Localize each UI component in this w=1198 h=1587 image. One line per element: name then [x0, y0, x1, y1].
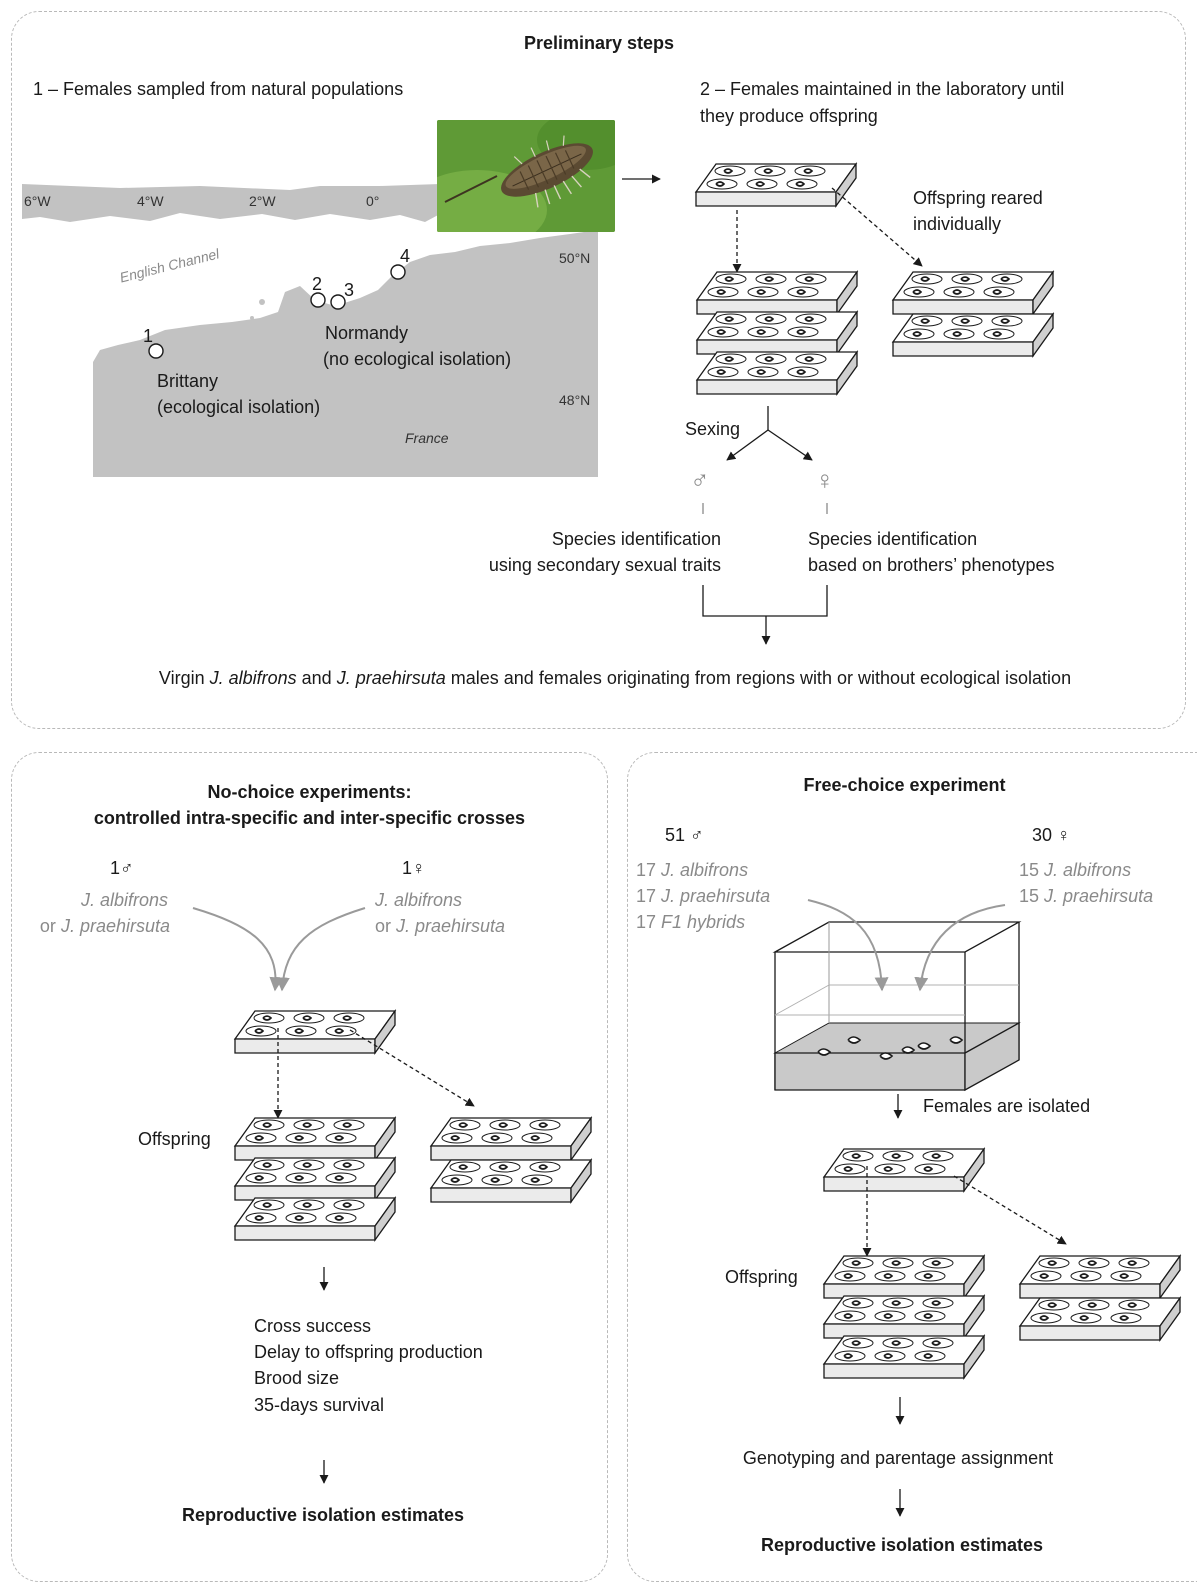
normandy-label: Normandy — [325, 323, 409, 343]
plate-left-offspring-2 — [234, 1157, 396, 1201]
no-choice-title-line1: No-choice experiments: — [207, 782, 412, 802]
left-male-count: 1♂ — [110, 858, 134, 878]
lat-48n: 48°N — [559, 392, 591, 408]
females-isolated-label: Females are isolated — [923, 1096, 1091, 1116]
left-measure-3: Brood size — [254, 1368, 340, 1388]
right-male-group-1: 17 J. albifrons — [636, 860, 749, 880]
left-female-species-2: or J. praehirsuta — [375, 916, 506, 936]
site-4-label: 4 — [400, 246, 411, 266]
no-choice-title-line2: controlled intra-specific and inter-spec… — [93, 808, 526, 828]
right-female-group-2: 15 J. praehirsuta — [1019, 886, 1154, 906]
site-3-label: 3 — [344, 280, 355, 300]
plate-left-offspring-4 — [430, 1117, 592, 1161]
lat-50n: 50°N — [559, 250, 591, 266]
plate-right-offspring-1 — [823, 1255, 985, 1299]
right-female-group-1: 15 J. albifrons — [1019, 860, 1132, 880]
plate-offspring-2 — [696, 311, 858, 355]
left-female-species-1: J. albifrons — [375, 890, 463, 910]
plate-left-offspring-3 — [234, 1197, 396, 1241]
lon-0: 0° — [366, 193, 380, 209]
plate-left-offspring-1 — [234, 1117, 396, 1161]
step1-label: 1 – Females sampled from natural populat… — [33, 79, 404, 99]
plate-offspring-3 — [696, 351, 858, 395]
female-symbol: ♀ — [815, 465, 835, 495]
site-3-marker — [330, 294, 346, 310]
plate-offspring-5 — [892, 313, 1054, 357]
left-offspring-label: Offspring — [138, 1129, 211, 1149]
left-measure-2: Delay to offspring production — [254, 1342, 483, 1362]
free-choice-panel — [627, 752, 1197, 1582]
left-result: Reproductive isolation estimates — [181, 1505, 465, 1525]
sexing-label: Sexing — [685, 419, 741, 439]
plate-cross — [234, 1010, 396, 1054]
plate-mothers — [695, 163, 857, 207]
reared-label-line1: Offspring reared — [913, 188, 1043, 208]
brittany-label: Brittany — [157, 371, 219, 391]
site-4-marker — [390, 264, 406, 280]
female-id-line1: Species identification — [808, 529, 978, 549]
preliminary-steps-title: Preliminary steps — [523, 33, 675, 53]
lon-2w: 2°W — [249, 193, 276, 209]
left-measure-1: Cross success — [254, 1316, 372, 1336]
map — [22, 184, 598, 477]
site-2-label: 2 — [312, 274, 323, 294]
lon-6w: 6°W — [24, 193, 51, 209]
right-offspring-label: Offspring — [725, 1267, 798, 1287]
plate-isolated — [823, 1148, 985, 1192]
plate-left-offspring-5 — [430, 1159, 592, 1203]
plate-offspring-1 — [696, 271, 858, 315]
left-male-species-1: J. albifrons — [80, 890, 168, 910]
male-symbol: ♂ — [690, 465, 710, 495]
top-conclusion: Virgin J. albifrons and J. praehirsuta m… — [158, 668, 1072, 688]
genotyping-label: Genotyping and parentage assignment — [742, 1448, 1054, 1468]
country-label: France — [405, 430, 449, 446]
step2-label-line1: 2 – Females maintained in the laboratory… — [700, 79, 1065, 99]
no-choice-panel — [11, 752, 608, 1582]
plate-right-offspring-4 — [1019, 1255, 1181, 1299]
left-female-count: 1♀ — [402, 858, 426, 878]
plate-right-offspring-2 — [823, 1295, 985, 1339]
plate-right-offspring-5 — [1019, 1297, 1181, 1341]
right-male-group-2: 17 J. praehirsuta — [636, 886, 771, 906]
right-male-group-3: 17 F1 hybrids — [636, 912, 746, 932]
aquarium-box — [772, 921, 1022, 1092]
brittany-note: (ecological isolation) — [157, 397, 321, 417]
left-male-species-2: or J. praehirsuta — [39, 916, 170, 936]
site-1-marker — [148, 343, 164, 359]
left-measure-4: 35-days survival — [254, 1395, 385, 1415]
england-landmass — [22, 184, 440, 222]
site-2-marker — [310, 292, 326, 308]
plate-right-offspring-3 — [823, 1335, 985, 1379]
male-id-line2: using secondary sexual traits — [488, 555, 721, 575]
preliminary-steps-panel — [11, 11, 1186, 729]
free-choice-title: Free-choice experiment — [803, 775, 1006, 795]
normandy-note: (no ecological isolation) — [323, 349, 512, 369]
female-id-line2: based on brothers’ phenotypes — [808, 555, 1055, 575]
france-landmass — [93, 230, 598, 477]
site-1-label: 1 — [143, 326, 154, 346]
right-males-count: 51 ♂ — [665, 825, 704, 845]
right-females-count: 30 ♀ — [1032, 825, 1071, 845]
step2-label-line2: they produce offspring — [700, 106, 878, 126]
plate-offspring-4 — [892, 271, 1054, 315]
lon-4w: 4°W — [137, 193, 164, 209]
male-id-line1: Species identification — [551, 529, 721, 549]
right-result: Reproductive isolation estimates — [760, 1535, 1044, 1555]
reared-label-line2: individually — [913, 214, 1002, 234]
isopod-photo — [437, 120, 615, 232]
